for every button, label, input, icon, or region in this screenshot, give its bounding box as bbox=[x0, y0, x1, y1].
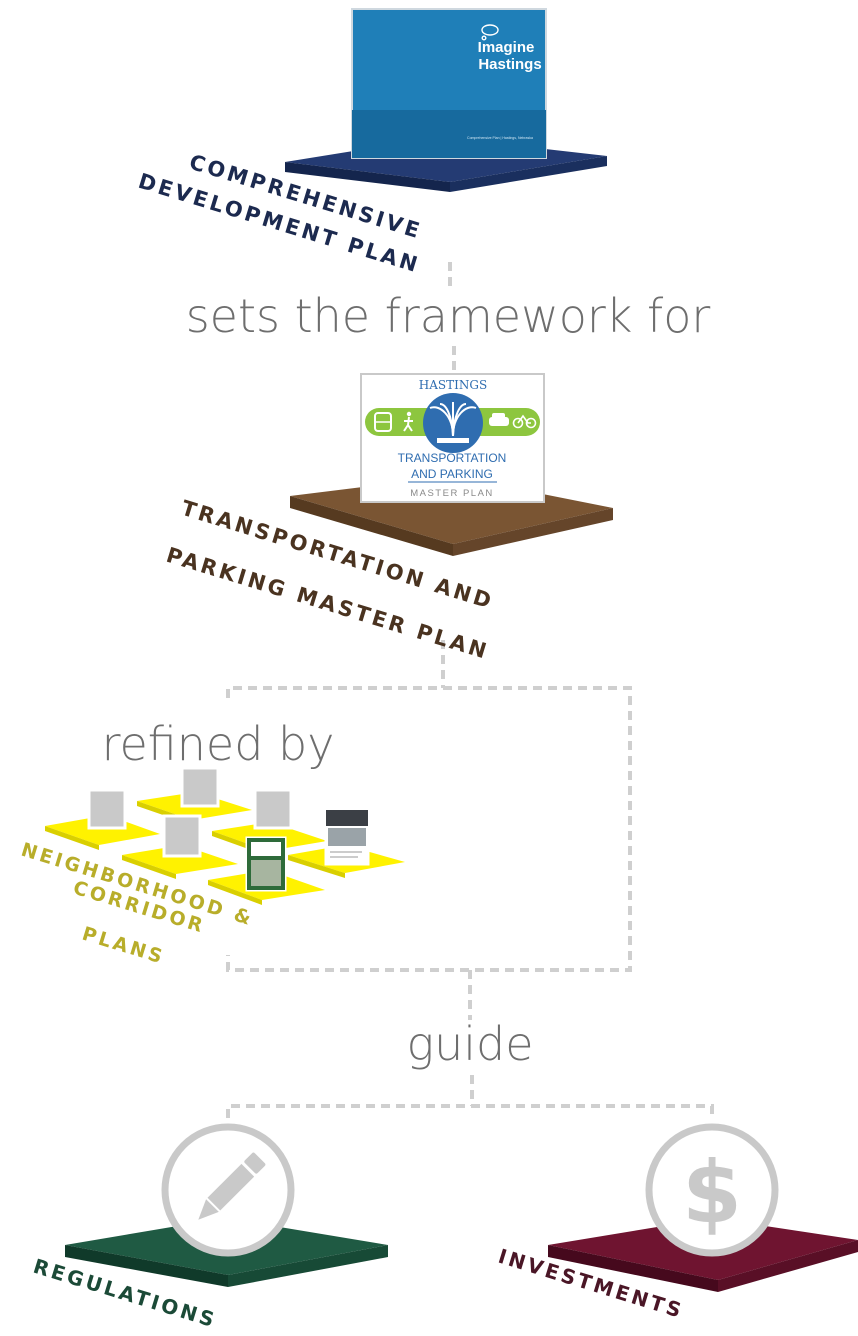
regulations-platform-side-right bbox=[228, 1245, 388, 1287]
regulations-group: REGULATIONS bbox=[31, 1123, 388, 1333]
transportation-plan-cover: HASTINGS bbox=[360, 373, 545, 503]
investments-platform-side bbox=[548, 1245, 718, 1292]
guide-phrase: guide bbox=[406, 1017, 533, 1071]
tpmp-cover-title-line2: AND PARKING bbox=[411, 467, 493, 481]
fountain-logo-icon bbox=[423, 393, 483, 453]
investments-platform-side-right bbox=[718, 1240, 858, 1292]
refined-by-phrase: refined by bbox=[102, 717, 335, 771]
cover-footer: Comprehensive Plan | Hastings, Nebraska bbox=[467, 136, 533, 140]
pencil-icon bbox=[161, 1123, 295, 1257]
sets-framework-phrase: sets the framework for bbox=[186, 289, 711, 343]
investments-group: $ INVESTMENTS bbox=[496, 1123, 858, 1323]
car-icon bbox=[489, 413, 509, 426]
pedestrian-icon bbox=[403, 411, 413, 432]
comprehensive-plan-platform-side-right bbox=[450, 156, 607, 192]
comprehensive-plan-platform-side bbox=[285, 162, 450, 192]
neighborhood-plans-label-line3: PLANS bbox=[80, 923, 168, 969]
connector-lines bbox=[226, 262, 714, 1118]
cover-title-line1: Imagine bbox=[478, 39, 535, 56]
transportation-plan-platform-side bbox=[290, 496, 453, 556]
thought-bubble-icon bbox=[481, 24, 499, 41]
neighborhood-plan-thumbnails bbox=[87, 766, 370, 892]
dollar-symbol: $ bbox=[682, 1143, 742, 1243]
dollar-icon: $ bbox=[645, 1123, 779, 1257]
cover-title-line2: Hastings bbox=[478, 56, 541, 73]
tpmp-cover-city: HASTINGS bbox=[419, 378, 487, 392]
comprehensive-plan-group: Imagine Hastings Comprehensive Plan | Ha… bbox=[136, 8, 607, 278]
bicycle-icon bbox=[512, 414, 537, 429]
corridor-report-cover bbox=[324, 808, 370, 866]
regulations-platform-side bbox=[65, 1245, 228, 1287]
neighborhood-report-cover bbox=[245, 836, 287, 892]
tpmp-cover-subtitle: MASTER PLAN bbox=[410, 488, 494, 499]
tpmp-cover-title-line1: TRANSPORTATION bbox=[398, 451, 507, 465]
comprehensive-plan-cover: Imagine Hastings Comprehensive Plan | Ha… bbox=[351, 8, 547, 159]
transportation-plan-platform-side-right bbox=[453, 508, 613, 556]
neighborhood-plans-group: NEIGHBORHOOD & CORRIDOR PLANS bbox=[19, 766, 405, 969]
transportation-plan-group: HASTINGS bbox=[164, 373, 613, 664]
bus-icon bbox=[374, 412, 392, 432]
